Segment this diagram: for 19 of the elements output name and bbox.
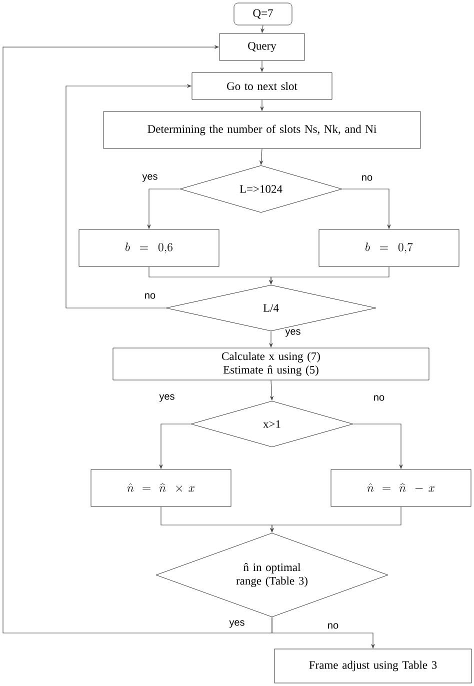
process-box: $\hat{n} = \widehat{n}\ \times x$ xyxy=(90,469,232,507)
process-box: $\hat{n} = \widehat{n}\ - x$ xyxy=(330,469,472,507)
arrow xyxy=(2,44,272,634)
process-box: Determining the number of slots Ns, Nk, and Ni xyxy=(103,111,421,149)
process-box: Calculate x using (7) Estimate n̂ using (5) xyxy=(112,348,430,380)
edge-label: yes xyxy=(142,174,158,182)
edge-label: no xyxy=(374,395,384,401)
edge-label: no xyxy=(362,175,372,181)
process-box: Go to next slot xyxy=(192,72,332,100)
edge-label: no xyxy=(328,623,338,629)
edge-label: yes xyxy=(159,394,174,402)
process-box: Query xyxy=(219,33,305,61)
process-box: $b = 0{,}6$ xyxy=(78,229,220,267)
edge-label: no xyxy=(145,293,156,299)
process-box: $b = 0{,}7$ xyxy=(318,229,460,267)
edge-label: yes xyxy=(229,620,244,628)
start-box: Q=7 xyxy=(234,2,292,26)
process-box: Frame adjust using Table 3 xyxy=(274,648,472,684)
edge-label: yes xyxy=(285,329,300,337)
